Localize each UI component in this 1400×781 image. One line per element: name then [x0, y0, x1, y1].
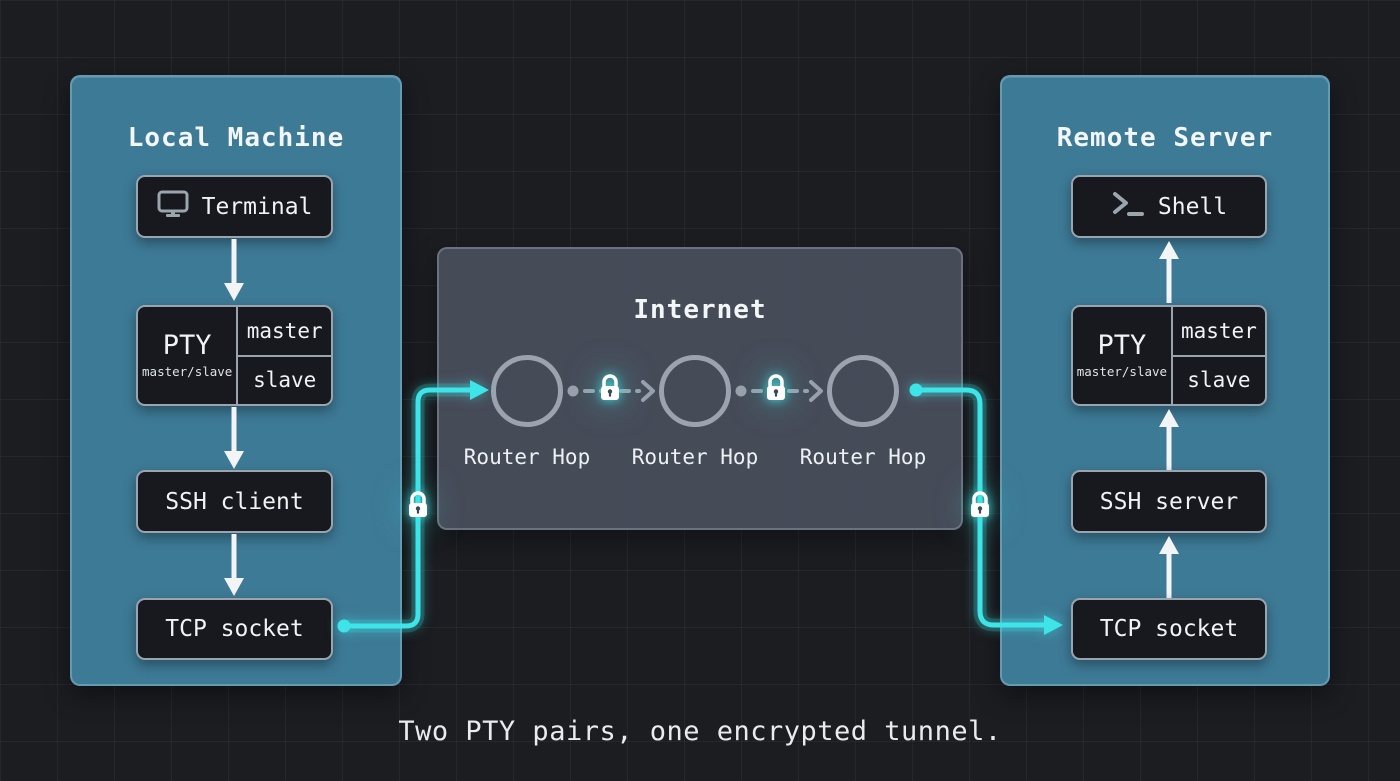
diagram-caption: Two PTY pairs, one encrypted tunnel. — [398, 716, 1002, 747]
pty-node-remote: PTY master/slave master slave — [1071, 305, 1267, 406]
local-panel-title: Local Machine — [127, 122, 345, 153]
lock-icon — [962, 488, 998, 524]
pty-main-cell: PTY master/slave — [138, 307, 239, 404]
router-hop-circle — [491, 355, 563, 427]
pty-node-local: PTY master/slave master slave — [136, 305, 333, 406]
tcp-socket-label: TCP socket — [1099, 616, 1239, 642]
terminal-prompt-icon — [1111, 191, 1145, 223]
ssh-server-node: SSH server — [1071, 470, 1267, 533]
pty-slave-cell: slave — [1187, 368, 1251, 393]
up-arrow-icon — [1156, 407, 1182, 471]
router-hop-circle — [827, 355, 899, 427]
router-hop-circle — [659, 355, 731, 427]
tcp-socket-label: TCP socket — [165, 616, 304, 642]
down-arrow-icon — [221, 534, 247, 598]
pty-sublabel: master/slave — [1076, 363, 1168, 379]
remote-panel-title: Remote Server — [1056, 122, 1274, 153]
pty-main-cell: PTY master/slave — [1073, 307, 1173, 404]
pty-split-cells: master slave — [238, 307, 331, 404]
pty-slave-cell: slave — [253, 368, 317, 393]
local-machine-panel: Local Machine Terminal PTY master/slave … — [70, 75, 402, 686]
remote-server-panel: Remote Server Shell PTY master/slave mas… — [1000, 75, 1330, 686]
terminal-node: Terminal — [136, 175, 333, 238]
shell-node: Shell — [1071, 175, 1267, 238]
shell-node-label: Shell — [1157, 193, 1228, 220]
ssh-client-node: SSH client — [136, 470, 333, 533]
lock-icon — [592, 371, 628, 407]
internet-panel-title: Internet — [633, 294, 767, 325]
up-arrow-icon — [1156, 534, 1182, 598]
pty-label: PTY — [162, 330, 212, 362]
tcp-socket-node-remote: TCP socket — [1071, 598, 1267, 660]
router-hop-label: Router Hop — [799, 445, 927, 469]
pty-split-cells: master slave — [1172, 307, 1265, 404]
router-hop-label: Router Hop — [631, 445, 759, 469]
lock-icon — [400, 488, 436, 524]
down-arrow-icon — [221, 407, 247, 471]
pty-master-cell: master — [238, 307, 331, 357]
pty-master-cell: master — [1172, 307, 1265, 357]
tcp-socket-node-local: TCP socket — [136, 598, 333, 660]
internet-panel: Internet Router Hop Router Hop Router Ho… — [437, 247, 963, 530]
router-hop-label: Router Hop — [463, 445, 591, 469]
monitor-icon — [157, 190, 189, 224]
down-arrow-icon — [221, 239, 247, 303]
lock-icon — [758, 371, 794, 407]
pty-sublabel: master/slave — [142, 363, 233, 379]
up-arrow-icon — [1156, 239, 1182, 303]
encrypted-hop-connector — [563, 369, 659, 413]
terminal-node-label: Terminal — [201, 193, 313, 220]
ssh-client-label: SSH client — [165, 488, 304, 515]
encrypted-hop-connector — [731, 369, 827, 413]
ssh-server-label: SSH server — [1099, 488, 1239, 515]
pty-label: PTY — [1097, 330, 1147, 362]
